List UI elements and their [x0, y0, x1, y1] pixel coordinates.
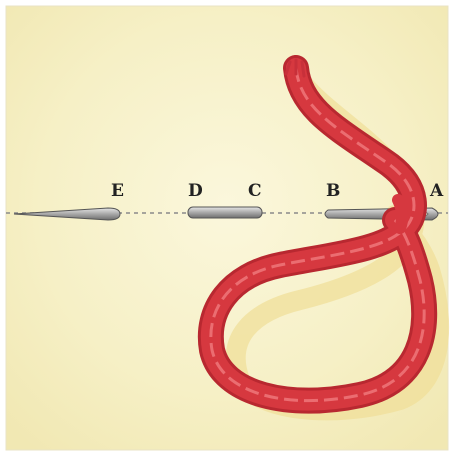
label-e: E: [111, 181, 124, 201]
thread-through-eye: [398, 200, 402, 228]
label-d: D: [188, 181, 203, 201]
label-a: A: [429, 181, 444, 201]
stitch-d-c: [188, 207, 262, 218]
label-c: C: [248, 181, 262, 201]
label-b: B: [326, 181, 340, 201]
